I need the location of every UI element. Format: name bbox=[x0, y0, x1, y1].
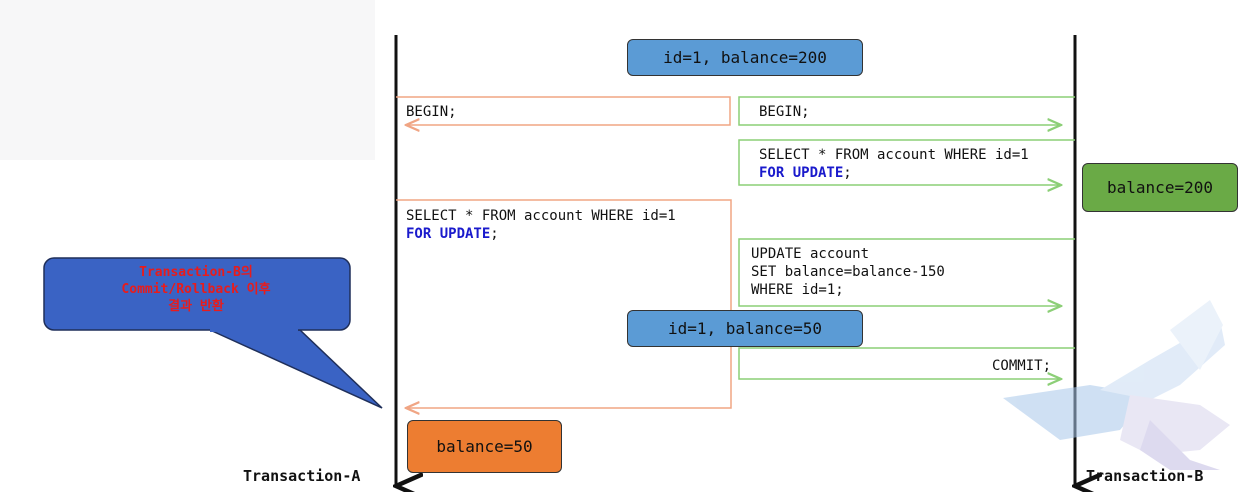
a-for-update-keyword: FOR UPDATE bbox=[406, 226, 491, 242]
b-read-result-box: balance=200 bbox=[1082, 163, 1238, 212]
updated-state-box: id=1, balance=50 bbox=[627, 310, 863, 347]
callout-text: Transaction-B의 Commit/Rollback 이후 결과 반환 bbox=[46, 264, 346, 315]
a-select-line1: SELECT * FROM account WHERE id=1 bbox=[406, 208, 676, 224]
callout-line2: Commit/Rollback 이후 bbox=[121, 282, 271, 297]
a-begin-arrow bbox=[396, 96, 731, 125]
b-select-arrow bbox=[738, 139, 1075, 185]
b-begin-arrow bbox=[738, 96, 1075, 125]
a-begin-statement: BEGIN; bbox=[406, 104, 457, 120]
transaction-b-label: Transaction-B bbox=[1086, 467, 1204, 485]
b-commit-arrow bbox=[738, 347, 1075, 379]
background-panel bbox=[0, 0, 375, 160]
a-select-semicolon: ; bbox=[490, 226, 499, 242]
bird-watermark-icon bbox=[1003, 300, 1230, 470]
b-for-update-keyword: FOR UPDATE bbox=[759, 165, 844, 181]
initial-state-box: id=1, balance=200 bbox=[627, 39, 863, 76]
b-select-line1: SELECT * FROM account WHERE id=1 bbox=[759, 147, 1029, 163]
b-begin-statement: BEGIN; bbox=[759, 104, 810, 120]
callout-line1: Transaction-B의 bbox=[139, 265, 253, 280]
b-update-arrow bbox=[738, 238, 1075, 306]
b-select-line2: FOR UPDATE; bbox=[759, 164, 852, 182]
transaction-a-label: Transaction-A bbox=[243, 467, 361, 485]
b-select-semicolon: ; bbox=[843, 165, 852, 181]
a-read-result-box: balance=50 bbox=[407, 420, 562, 473]
a-select-line2: FOR UPDATE; bbox=[406, 225, 499, 243]
b-update-line3: WHERE id=1; bbox=[751, 282, 844, 298]
a-select-arrow bbox=[396, 199, 732, 408]
b-update-line1: UPDATE account bbox=[751, 246, 870, 262]
callout-bubble bbox=[43, 257, 383, 409]
b-commit-statement: COMMIT; bbox=[992, 358, 1052, 374]
b-update-line2: SET balance=balance-150 bbox=[751, 264, 945, 280]
callout-line3: 결과 반환 bbox=[168, 299, 224, 314]
